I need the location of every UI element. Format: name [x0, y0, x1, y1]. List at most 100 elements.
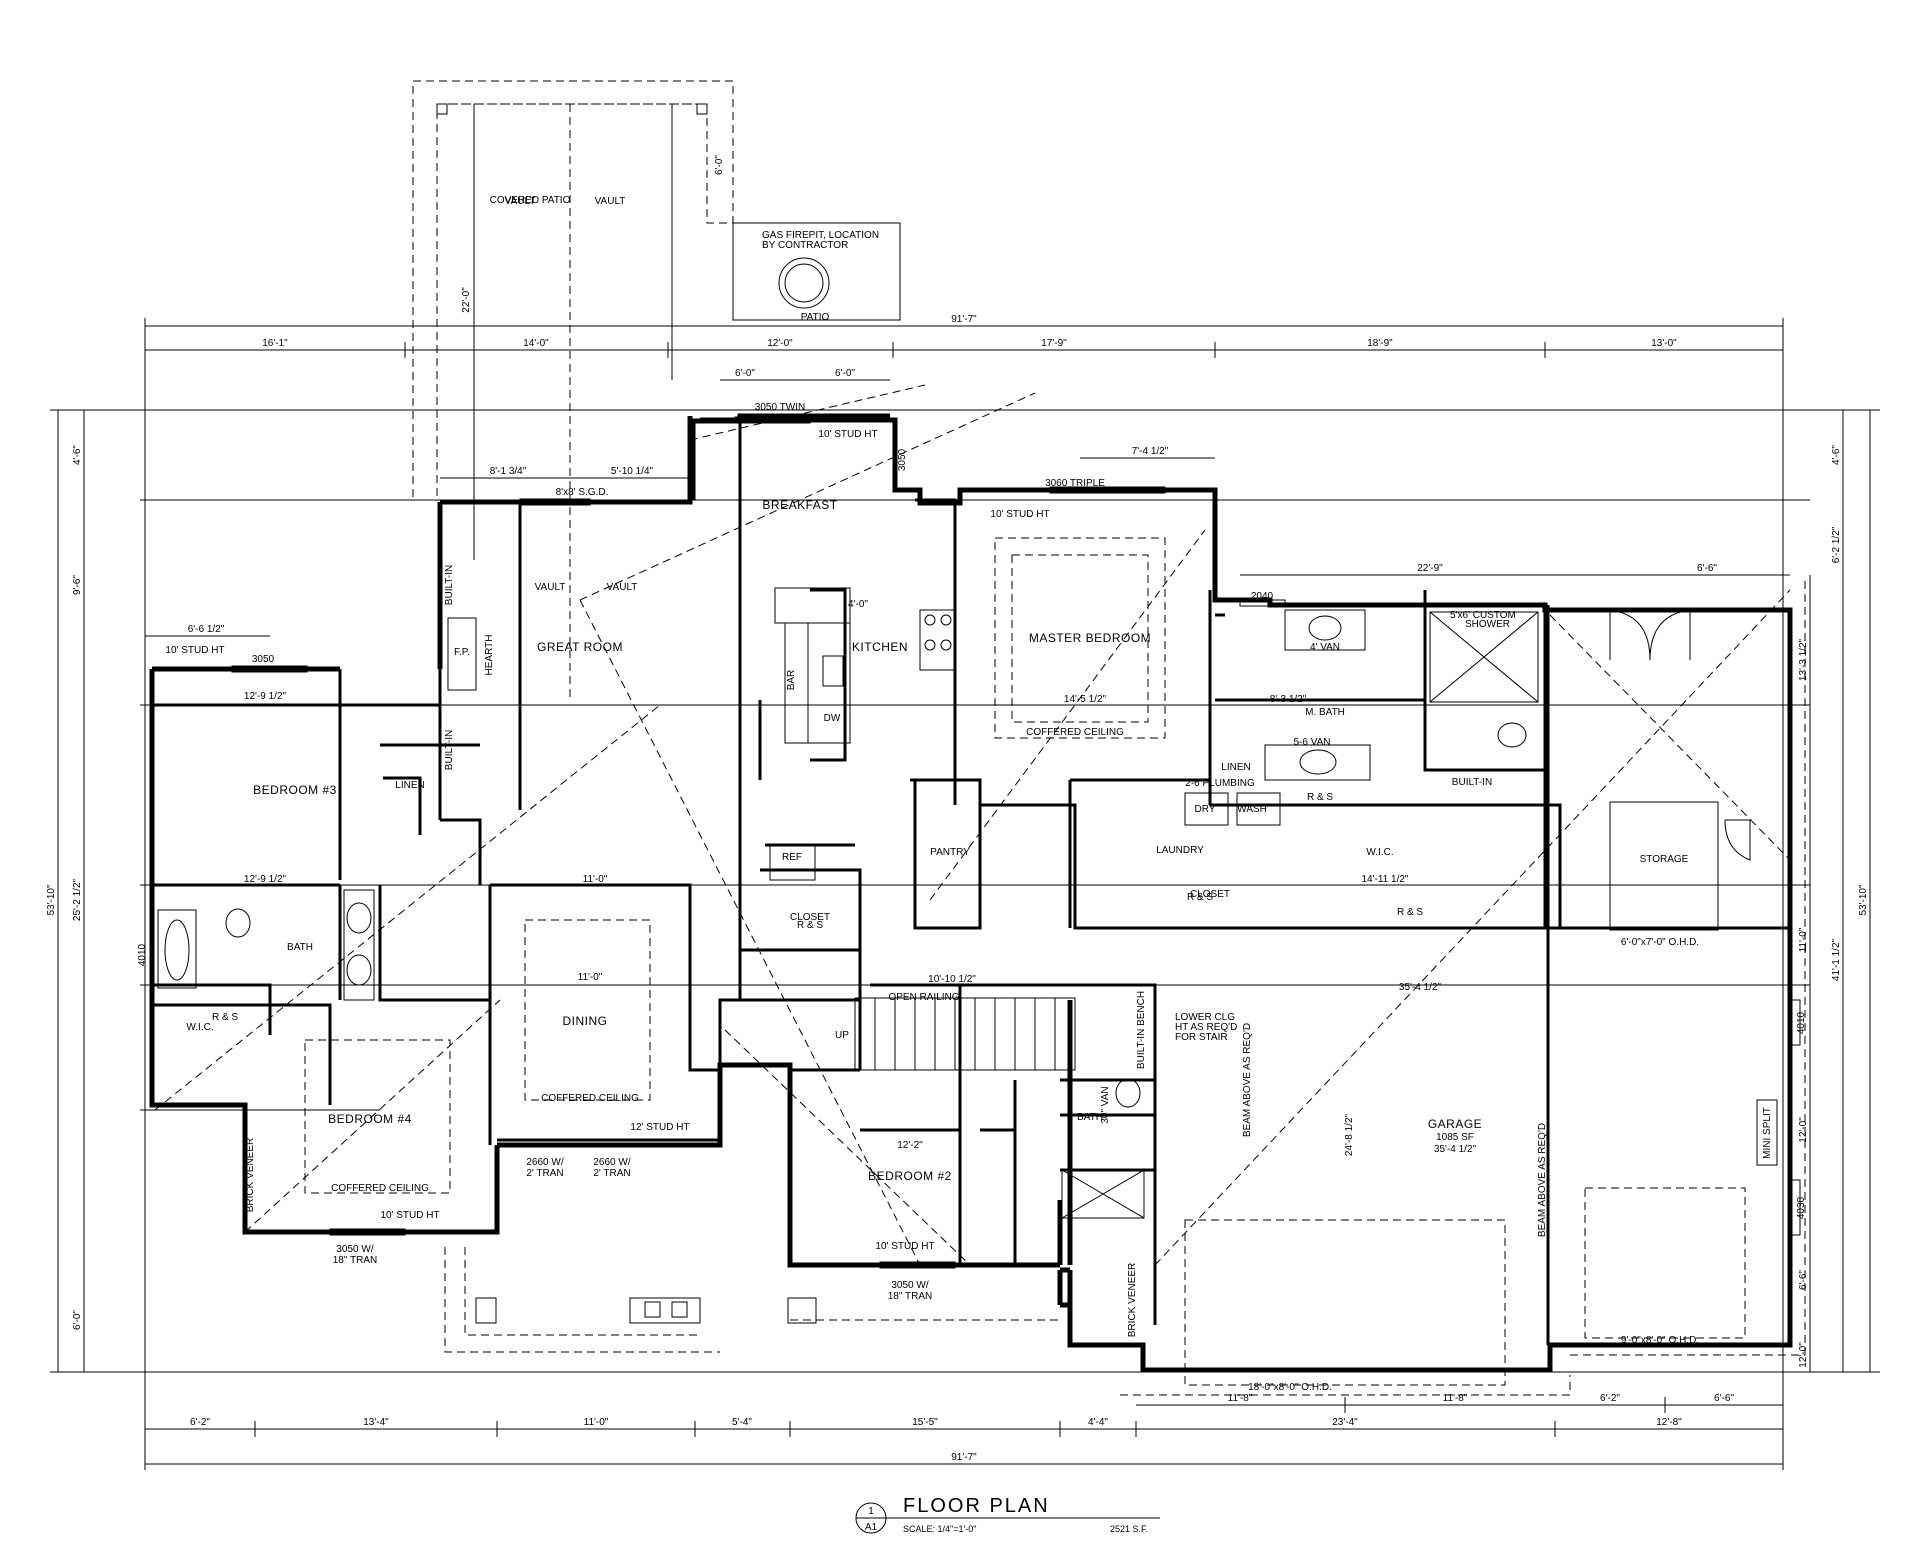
dim-6-6-half: 6'-6 1/2" — [188, 624, 225, 635]
mini-split-label: MINI SPLIT — [1762, 1107, 1773, 1159]
bedroom2-bath-label: BATH — [1077, 1112, 1103, 1123]
covered-patio: COVERED PATIO VAULT VAULT 22'-0" 6'-0" — [412, 80, 734, 700]
overall-width-bottom: 91'-7" — [951, 1452, 977, 1463]
overall-depth-left: 53'-10" — [46, 884, 57, 915]
dim-6-6: 6'-6" — [1697, 563, 1717, 574]
window-3050-twin: 3050 TWIN — [755, 402, 805, 413]
tran-3050-b-line1: 3050 W/ — [891, 1280, 928, 1291]
garage-label: GARAGE — [1428, 1117, 1482, 1131]
notes-and-fixtures: VAULT VAULT COFFERED CEILING COFFERED CE… — [157, 429, 1806, 1396]
vault-label-right: VAULT — [595, 196, 626, 207]
title-area: 2521 S.F. — [1110, 1524, 1148, 1534]
title-detail-number: 1 — [868, 1506, 874, 1517]
top-dim-2: 14'-0" — [523, 338, 549, 349]
r-s-wic: R & S — [1397, 907, 1423, 918]
great-room-vault-left: VAULT — [535, 582, 566, 593]
vault-label-left: VAULT — [505, 196, 536, 207]
room-labels: BREAKFAST GREAT ROOM KITCHEN MASTER BEDR… — [186, 498, 1393, 1183]
dim-12-9-top: 12'-9 1/2" — [244, 691, 287, 702]
laundry-label: LAUNDRY — [1156, 845, 1204, 856]
side-dimension-strings: 53'-10" 4'-6" 9'-6" 25'-2 1/2" 6'-0" 53'… — [46, 409, 1880, 1373]
stair-up-note: UP — [835, 1030, 849, 1041]
title-sheet-number: A1 — [865, 1522, 878, 1533]
bedroom3-label: BEDROOM #3 — [253, 783, 337, 797]
right-dim-5: 41'-1 1/2" — [1831, 938, 1842, 981]
hearth-label: HEARTH — [484, 635, 495, 676]
washer-label: WASH — [1237, 804, 1267, 815]
r-s-linen: R & S — [1307, 792, 1333, 803]
garage-beam-note-2: BEAM ABOVE AS REQ'D — [1537, 1123, 1548, 1237]
garage: GARAGE 1085 SF 35'-4 1/2" 35'-4 1/2" 24'… — [1184, 937, 1807, 1393]
bottom-dim-3: 11'-0" — [584, 1417, 609, 1428]
overall-width-top: 91'-7" — [951, 314, 977, 325]
tran-3050-line1: 3050 W/ — [336, 1244, 373, 1255]
overall-depth-right: 53'-10" — [1858, 884, 1869, 915]
dim-14-11: 14'-11 1/2" — [1362, 874, 1409, 885]
lower-clg-note-1: LOWER CLG — [1175, 1012, 1235, 1023]
bedroom3-stud-ht: 10' STUD HT — [165, 645, 224, 656]
storage: STORAGE — [1609, 609, 1751, 931]
bedroom4-wic-label: W.I.C. — [186, 1022, 213, 1033]
r-s-bedroom4: R & S — [212, 1012, 238, 1023]
window-3060-triple: 3060 TRIPLE — [1045, 478, 1105, 489]
right-dim-1: 4'-6" — [1831, 445, 1842, 465]
title-scale: SCALE: 1/4"=1'-0" — [903, 1524, 976, 1534]
title-block: 1 A1 FLOOR PLAN SCALE: 1/4"=1'-0" 2521 S… — [855, 1495, 1160, 1534]
right-dim-4: 11'-0" — [1798, 927, 1809, 952]
left-dim-2: 9'-6" — [72, 575, 83, 595]
bedroom4-coffered-ceiling: COFFERED CEILING — [331, 1183, 429, 1194]
bottom-dim-1: 6'-2" — [190, 1417, 210, 1428]
garage-area-label: 1085 SF — [1436, 1132, 1474, 1143]
right-dim-2: 6'-2 1/2" — [1831, 526, 1842, 563]
top-dimension-strings: 91'-7" 16'-1" 14'-0" 12'-0" 17'-9" 18'-9… — [144, 314, 1784, 1470]
kitchen-label: KITCHEN — [852, 640, 908, 654]
dishwasher-label: DW — [824, 713, 841, 724]
door-2040: 2040 — [1251, 591, 1274, 602]
garage-door-4010: 4010 — [1796, 1011, 1807, 1034]
bar-label: BAR — [786, 670, 797, 691]
bottom-inner-dim-3: 6'-2" — [1600, 1393, 1620, 1404]
dim-6-0-left: 6'-0" — [735, 368, 755, 379]
bottom-dim-6: 4'-4" — [1088, 1417, 1108, 1428]
master-wic-label: W.I.C. — [1366, 847, 1393, 858]
bottom-dimension-strings: 6'-2" 13'-4" 11'-0" 5'-4" 15'-5" 4'-4" 2… — [145, 1393, 1783, 1465]
left-dim-3: 25'-2 1/2" — [72, 878, 83, 921]
tran-3050-line2: 18" TRAN — [333, 1255, 378, 1266]
top-dim-3: 12'-0" — [767, 338, 793, 349]
r-s-laundry: R & S — [1187, 892, 1213, 903]
bottom-dim-8: 12'-8" — [1656, 1417, 1682, 1428]
tran-3050-b-line2: 18" TRAN — [888, 1291, 933, 1302]
bottom-dim-5: 15'-5" — [912, 1417, 938, 1428]
bedroom4-stud-ht: 10' STUD HT — [380, 1210, 439, 1221]
tran-2660-b-line1: 2660 W/ — [593, 1157, 630, 1168]
bottom-dim-4: 5'-4" — [732, 1417, 752, 1428]
hall-bath-label: BATH — [287, 942, 313, 953]
master-bath-label: M. BATH — [1305, 707, 1345, 718]
right-dim-3: 13'-3 1/2" — [1798, 638, 1809, 681]
master-van56-label: 5-6 VAN — [1293, 737, 1330, 748]
dim-4-0: 4'-0" — [848, 599, 868, 610]
garage-door-small: 9'-0"x8'-0" O.H.D. — [1621, 1335, 1699, 1346]
bottom-inner-dim-4: 6'-6" — [1714, 1393, 1734, 1404]
master-bedroom-label: MASTER BEDROOM — [1029, 631, 1151, 645]
fire-pit-note-line1: GAS FIREPIT, LOCATION — [762, 230, 879, 241]
built-in-upper: BUILT-IN — [444, 565, 455, 605]
built-in-lower: BUILT-IN — [444, 730, 455, 770]
fire-pit-note-line2: BY CONTRACTOR — [762, 240, 848, 251]
master-built-in: BUILT-IN — [1452, 777, 1492, 788]
left-dim-1: 4'-6" — [72, 445, 83, 465]
top-dim-4: 17'-9" — [1041, 338, 1067, 349]
coffered-ceilings — [304, 537, 1166, 1194]
bottom-dim-2: 13'-4" — [363, 1417, 389, 1428]
left-dim-4: 6'-0" — [72, 1310, 83, 1330]
dining-coffered-ceiling: COFFERED CEILING — [541, 1093, 639, 1104]
dim-7-4: 7'-4 1/2" — [1132, 446, 1169, 457]
laundry-closet-label: CLOSET — [1190, 889, 1230, 900]
storage-door: 6'-0"x7'-0" O.H.D. — [1621, 937, 1699, 948]
right-dim-6: 12'-0" — [1798, 1117, 1809, 1143]
bedroom2-label: BEDROOM #2 — [868, 1169, 952, 1183]
window-callouts: 3050 TWIN 3060 TRIPLE 3050 3050 8'x8' S.… — [137, 402, 1423, 1302]
fireplace-label: F.P. — [454, 647, 470, 658]
refrigerator-label: REF — [782, 852, 802, 863]
